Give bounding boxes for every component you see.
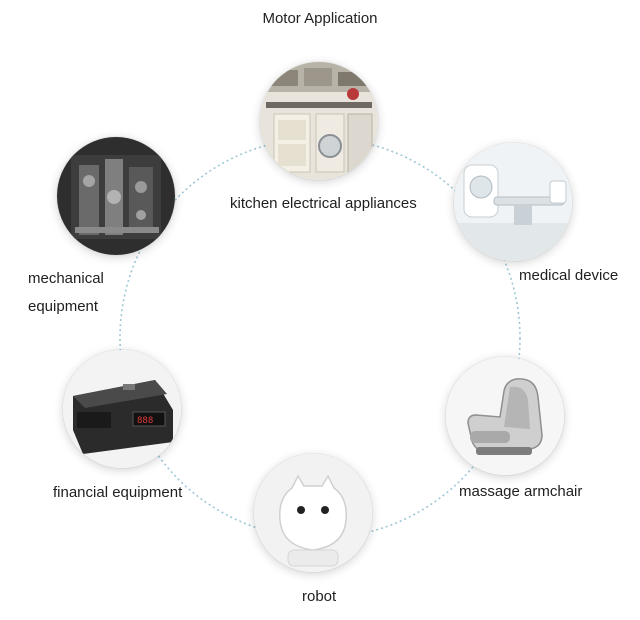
label-kitchen: kitchen electrical appliances	[230, 195, 417, 212]
diagram-title: Motor Application	[262, 10, 378, 27]
node-medical-device	[454, 143, 572, 261]
massage-chair-icon	[446, 357, 564, 475]
node-kitchen	[260, 62, 378, 180]
label-mechanical-line2: equipment	[28, 298, 99, 315]
node-robot	[254, 454, 372, 572]
label-financial-equipment: financial equipment	[53, 484, 183, 501]
svg-text:888: 888	[137, 416, 153, 426]
node-financial-equipment: 888	[63, 350, 181, 468]
label-mechanical-equipment: mechanical equipment	[28, 265, 104, 321]
money-counter-icon: 888	[63, 350, 181, 468]
label-mechanical-line1: mechanical	[28, 270, 104, 287]
node-massage-armchair	[446, 357, 564, 475]
label-robot: robot	[302, 588, 337, 605]
robot-icon	[254, 454, 372, 572]
ct-scanner-icon	[454, 143, 572, 261]
label-massage-armchair: massage armchair	[459, 483, 583, 500]
node-mechanical-equipment	[57, 137, 175, 255]
kitchen-icon	[260, 62, 378, 180]
label-medical-device: medical device	[519, 267, 619, 284]
machinery-icon	[57, 137, 175, 255]
